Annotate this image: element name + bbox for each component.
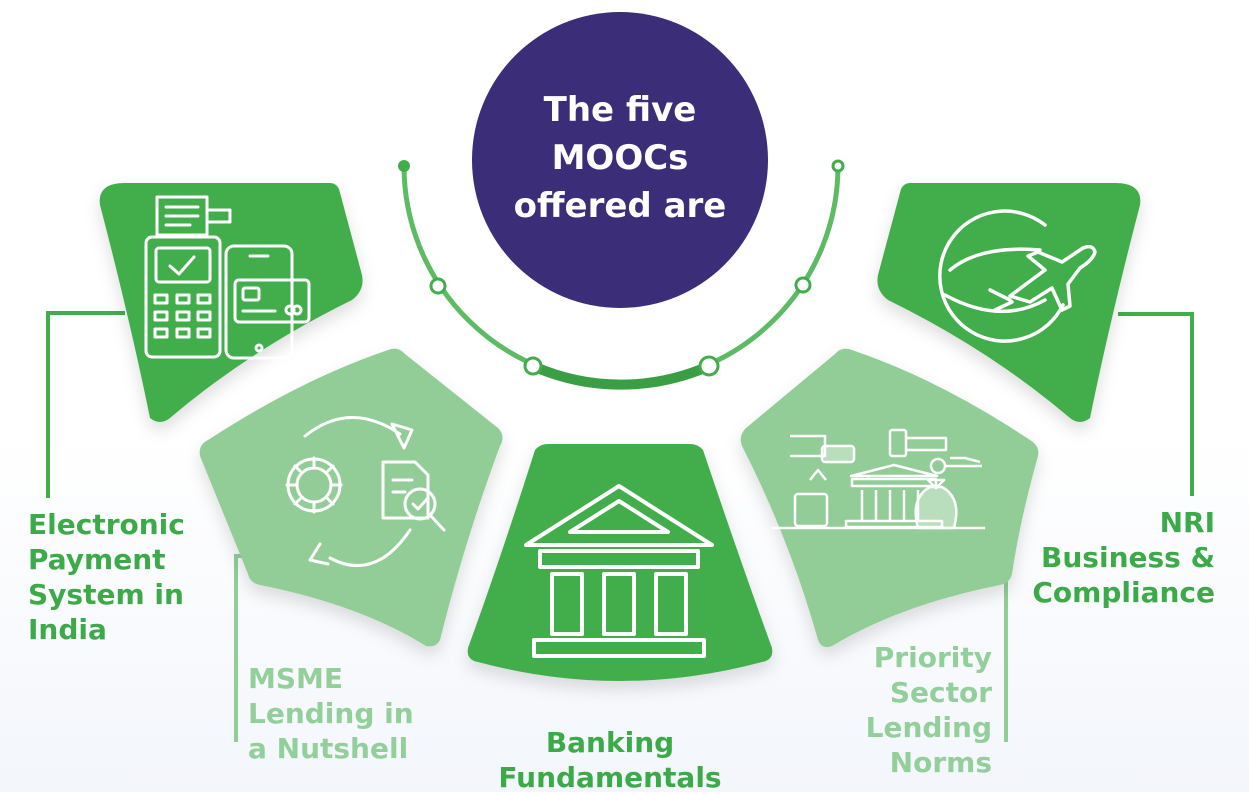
hub-title-line: offered are bbox=[513, 186, 727, 226]
arc-node bbox=[523, 356, 543, 376]
arc-node bbox=[698, 355, 720, 377]
label-line: NRI bbox=[1159, 506, 1215, 539]
label-line: Payment bbox=[28, 543, 166, 576]
label-line: System in bbox=[28, 578, 184, 611]
label-line: India bbox=[28, 613, 107, 646]
label-line: MSME bbox=[248, 662, 344, 695]
label-line: Business & bbox=[1041, 541, 1215, 574]
label-line: Norms bbox=[889, 746, 992, 779]
card-banking-fundamentals bbox=[467, 444, 773, 681]
connector-eps bbox=[46, 311, 125, 498]
label-line: Sector bbox=[889, 676, 992, 709]
label-electronic-payment: Electronic Payment System in India bbox=[28, 507, 185, 647]
label-priority-sector-lending: Priority Sector Lending Norms bbox=[820, 640, 992, 780]
sector-lending-icon bbox=[772, 428, 985, 530]
gear-document-cycle-icon bbox=[285, 416, 446, 567]
hub-title: The five MOOCs offered are bbox=[475, 86, 765, 230]
hub-circle bbox=[472, 12, 768, 308]
arc-node bbox=[794, 276, 812, 294]
arc-connector bbox=[398, 159, 845, 390]
arc-node bbox=[398, 160, 410, 172]
label-line: Fundamentals bbox=[498, 761, 722, 794]
label-line: Lending bbox=[865, 711, 992, 744]
hub-title-line: MOOCs bbox=[551, 138, 689, 178]
card-msme-lending bbox=[199, 348, 503, 647]
bank-building-icon bbox=[524, 484, 714, 658]
pos-terminal-mobile-payment-icon bbox=[144, 195, 311, 360]
card-electronic-payment bbox=[99, 183, 363, 422]
connector-nri bbox=[1118, 312, 1194, 496]
globe-airplane-icon bbox=[938, 209, 1097, 343]
label-line: Electronic bbox=[28, 508, 185, 541]
arc-node bbox=[831, 159, 845, 173]
arc-node bbox=[429, 277, 447, 295]
label-line: Priority bbox=[873, 641, 992, 674]
label-line: Lending in bbox=[248, 697, 414, 730]
hub-title-line: The five bbox=[543, 90, 697, 130]
label-line: Compliance bbox=[1032, 576, 1215, 609]
label-banking-fundamentals: Banking Fundamentals bbox=[470, 725, 750, 795]
label-line: a Nutshell bbox=[248, 732, 409, 765]
label-line: Banking bbox=[545, 726, 675, 759]
label-msme-lending: MSME Lending in a Nutshell bbox=[248, 661, 414, 766]
label-nri-business: NRI Business & Compliance bbox=[990, 505, 1215, 610]
